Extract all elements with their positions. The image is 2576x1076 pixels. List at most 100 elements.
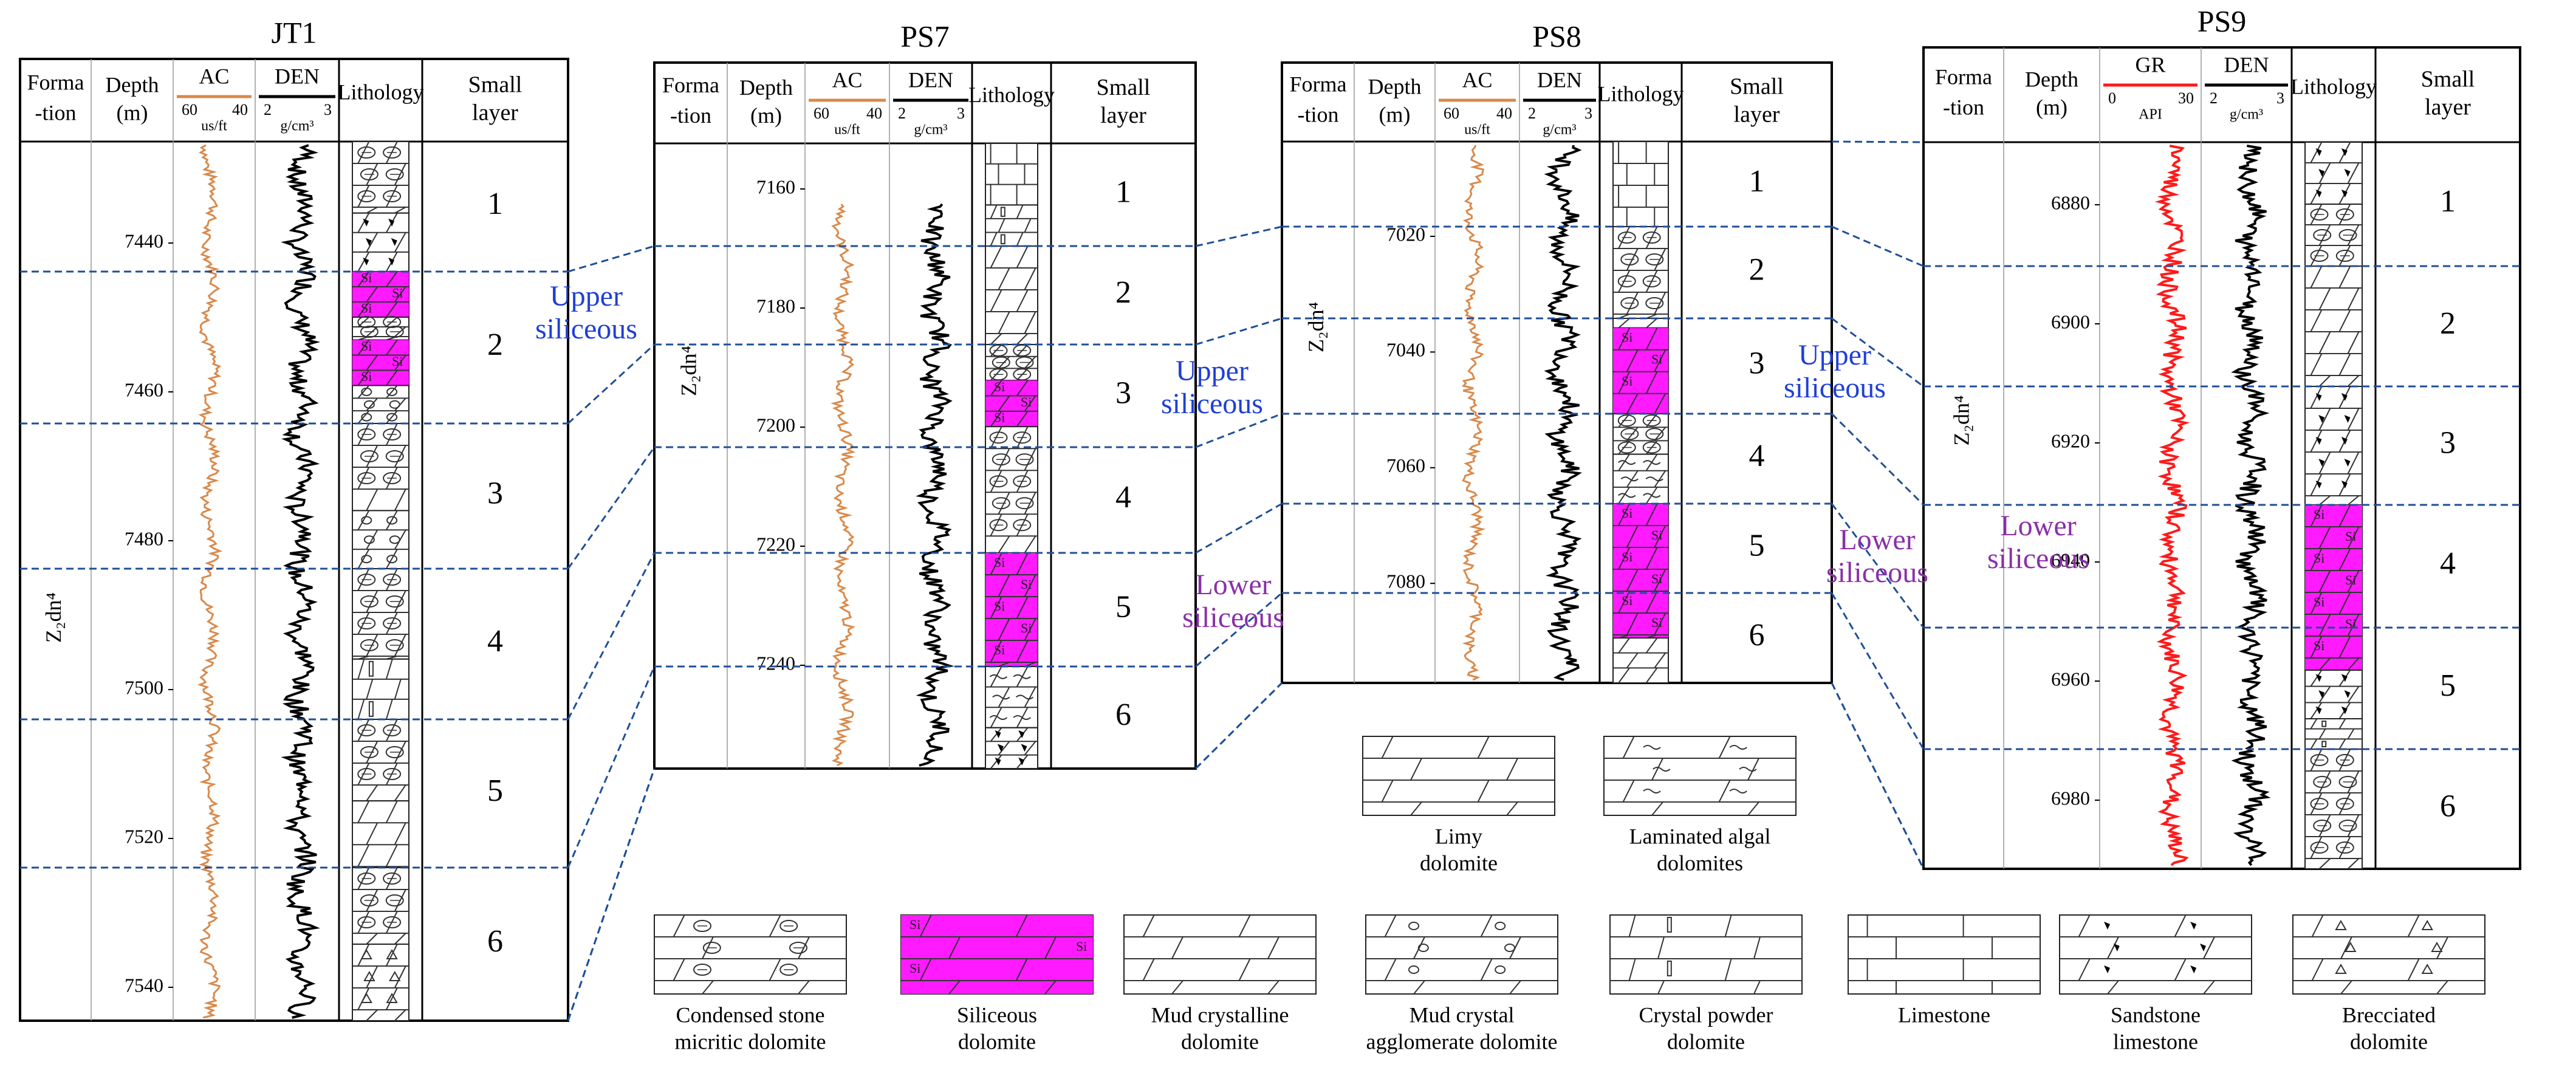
pattern-line [1024,448,1036,471]
pattern-line [1267,936,1279,959]
depth-tick-label: 7500 [125,676,163,698]
depth-tick-label: 7540 [125,974,163,996]
pattern-line [2347,287,2360,310]
oolite-mark [2335,208,2354,221]
legend-label: Sandstone [2111,1002,2201,1027]
pattern-line [2310,670,2323,687]
pattern-line [366,933,378,945]
legend-label: micritic dolomite [675,1029,826,1054]
si-symbol: Si [1622,330,1632,345]
pattern-line [2318,858,2331,869]
pattern-line [2311,958,2324,981]
small-layer-number: 3 [1749,346,1765,380]
sand-mark [363,257,369,266]
sand-mark [2315,148,2322,156]
pattern-line [2340,936,2352,959]
curve2-unit: g/cm³ [1543,122,1576,138]
correlation-line [1195,225,1283,247]
lithology-box [2304,386,2363,505]
pattern-line [1618,547,1630,570]
pattern-line [394,1009,406,1021]
formation-label: Z₂dn⁴ [41,592,66,643]
oolite-mark [2338,776,2357,788]
small-layer-number: 3 [1115,375,1131,410]
oolite-mark [989,475,1008,488]
si-symbol: Si [994,598,1005,614]
lithology-condensed [1612,226,1669,319]
breccia-mark [2421,963,2433,974]
pattern-line [2310,183,2323,205]
depth-tick-label: 7220 [756,533,795,555]
pattern-line [1654,427,1667,442]
pattern-line [1654,349,1667,372]
small-layer-number: 3 [2440,425,2456,460]
sand-mark [2318,169,2325,177]
small-layer-number: 4 [487,624,503,659]
oolite-mark [1015,453,1034,466]
small-layer-number: 3 [487,476,503,510]
agglomerate-mark [386,413,398,422]
curve1-unit: us/ft [201,118,227,134]
depth-tick-label: 7080 [1386,571,1425,592]
lithology-box [1612,141,1669,227]
siliceous-fill [2305,505,2362,670]
oolite-mark [2338,229,2357,241]
well-title: PS8 [1532,19,1581,53]
powder-mark [368,660,374,677]
oolite-mark [383,574,402,586]
oolite-mark [1013,344,1032,357]
breccia-mark [2335,963,2347,974]
pattern-line [2347,526,2360,549]
annotation-text: siliceous [535,313,637,345]
legend-label: Laminated algal [1629,824,1771,848]
lithology-condensed [352,141,409,214]
pattern-line [1384,914,1397,937]
oolite-mark [383,916,402,928]
siliceous-fill [985,380,1038,427]
pattern-line [1016,204,1024,219]
lithology-condensed [352,423,409,512]
curve1-name: AC [1462,67,1492,92]
pattern-line [357,271,370,287]
oolite-mark [1013,519,1032,532]
curve2-scale-min: 2 [2210,89,2218,107]
curve1-scale-min: 60 [1444,105,1459,122]
sand-mark [2113,944,2120,951]
pattern-line [386,385,398,399]
si-symbol: Si [1651,527,1662,543]
algal-mark [1643,745,1661,750]
pattern-line [2310,266,2323,289]
pattern-line [2347,614,2360,637]
curve1-scale-max: 30 [2178,89,2194,107]
pattern-line [998,311,1010,334]
si-symbol: Si [1622,593,1632,608]
pattern-line [1645,667,1658,684]
pattern-line [1628,958,1636,981]
lithology-box [2304,266,2363,387]
oolite-mark [1642,414,1661,427]
oolite-mark [2310,208,2329,221]
lithology-box [2304,142,2363,205]
oolite-mark [1645,253,1664,266]
pattern-line [385,301,398,318]
oolite-mark [1617,275,1636,287]
sand-mark [2344,690,2351,698]
oolite-mark [383,617,402,629]
si-symbol: Si [994,379,1005,394]
oolite-mark [383,190,402,202]
pattern-line [1626,569,1639,592]
legend-label: dolomite [958,1029,1036,1054]
si-symbol: Si [1021,577,1032,592]
pattern-line [357,301,370,318]
oolite-mark [2310,250,2329,262]
pattern-line [702,980,714,995]
siliceous-fill [985,553,1038,667]
pattern-line [394,286,406,303]
lithology-agglomerate [352,510,409,570]
pattern-line [366,1009,378,1021]
legend-label: limestone [2113,1029,2198,1054]
formation-label: Z₂dn⁴ [1949,395,1973,445]
sand-mark [2104,965,2110,973]
